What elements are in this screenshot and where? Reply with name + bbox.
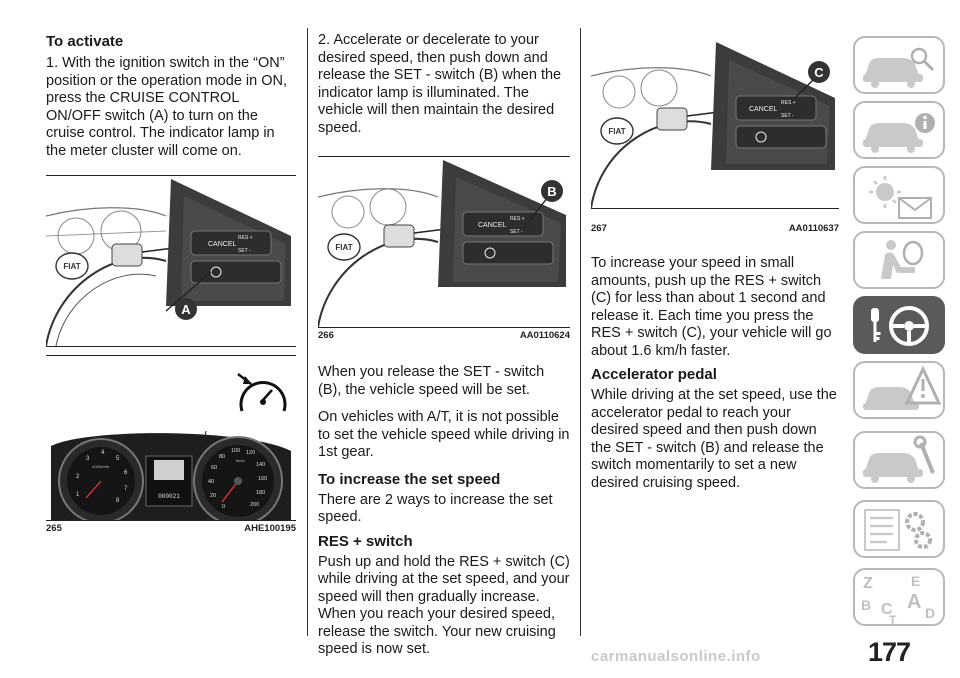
heading-increase-speed: To increase the set speed	[318, 470, 501, 488]
para-at-note: On vehicles with A/T, it is not possible…	[318, 409, 570, 460]
steering-wheel-illustration-b: FIAT CANCEL RES + SET - B	[318, 160, 566, 327]
figure-265-caption: 265 AHE100195	[46, 523, 296, 534]
car-search-icon	[863, 47, 935, 88]
car-info-icon	[863, 113, 935, 153]
cruise-control-indicator-icon	[239, 380, 287, 412]
airbag-seat-icon	[881, 240, 924, 279]
speed-tick-140: 140	[256, 462, 265, 468]
emergency-triangle-icon	[863, 365, 942, 410]
column-divider-1	[307, 28, 308, 636]
para-accelerator-pedal: While driving at the set speed, use the …	[591, 387, 837, 491]
sidebar-tab-maintenance[interactable]	[853, 431, 945, 489]
speed-tick-80: 80	[219, 454, 225, 460]
figure-265-instrument-cluster: 1 2 3 4 5 6 7 8 x1000r/min 000021 0 20 4…	[46, 355, 296, 521]
odometer-readout: 000021	[158, 493, 180, 500]
speed-tick-120: 120	[246, 450, 255, 456]
index-letter-z: Z	[863, 575, 873, 592]
alphabetical-index-icon: Z E B A C T D	[861, 573, 935, 624]
column-divider-2	[580, 28, 581, 636]
tach-tick-7: 7	[124, 486, 128, 492]
figure-266-code: AA0110624	[519, 330, 570, 341]
speed-tick-60: 60	[211, 465, 217, 471]
para-two-ways: There are 2 ways to increase the set spe…	[318, 491, 553, 526]
figure-267-rule	[591, 208, 839, 209]
instrument-cluster-illustration: 1 2 3 4 5 6 7 8 x1000r/min 000021 0 20 4…	[51, 356, 296, 520]
sidebar-tab-starting-driving[interactable]	[853, 296, 945, 354]
technical-data-icon	[864, 509, 932, 551]
fiat-logo: FIAT	[608, 127, 625, 136]
column-2-body: When you release the SET - switch (B), t…	[318, 364, 570, 659]
figure-265-number: 265	[46, 523, 62, 534]
cancel-switch-label: CANCEL	[208, 241, 237, 248]
key-steering-wheel-icon	[871, 306, 929, 346]
heading-res-switch: RES + switch	[318, 532, 413, 550]
sidebar-tab-index[interactable]: Z E B A C T D	[853, 568, 945, 626]
car-wrench-icon	[863, 435, 935, 483]
sidebar-tab-getting-to-know[interactable]	[853, 101, 945, 159]
column-3-body: To increase your speed in small amounts,…	[591, 255, 839, 492]
tach-tick-6: 6	[124, 470, 128, 476]
steering-wheel-illustration-a: FIAT CANCEL RES + SET - A	[46, 179, 291, 346]
para-small-increments: To increase your speed in small amounts,…	[591, 255, 832, 359]
index-letter-t: T	[889, 613, 897, 624]
speed-tick-180: 180	[256, 490, 265, 496]
res-switch-label: RES +	[781, 100, 796, 106]
warning-lights-icon	[869, 176, 932, 219]
para-res-hold: Push up and hold the RES + switch (C) wh…	[318, 553, 570, 658]
fiat-logo: FIAT	[335, 243, 352, 252]
res-switch-label: RES +	[510, 216, 525, 222]
sidebar-tab-safety[interactable]	[853, 231, 945, 289]
callout-b: B	[547, 184, 556, 199]
index-letter-a: A	[907, 591, 921, 613]
figure-267-number: 267	[591, 223, 607, 234]
figure-265-code: AHE100195	[244, 523, 296, 534]
sidebar-tab-warning-lights[interactable]	[853, 166, 945, 224]
speed-unit: km/h	[236, 458, 245, 463]
heading-accelerator-pedal: Accelerator pedal	[591, 366, 717, 383]
set-switch-label: SET -	[238, 248, 251, 254]
para-step-2: 2. Accelerate or decelerate to your desi…	[318, 32, 562, 136]
figure-265-steering-switch-a: FIAT CANCEL RES + SET - A	[46, 175, 296, 347]
figure-266-number: 266	[318, 330, 334, 341]
speed-tick-160: 160	[258, 476, 267, 482]
figure-266-steering-switch-b: FIAT CANCEL RES + SET - B	[318, 156, 570, 328]
index-letter-c: C	[881, 601, 893, 618]
speed-tick-200: 200	[250, 502, 259, 508]
cancel-switch-label: CANCEL	[478, 222, 507, 229]
tach-tick-5: 5	[116, 456, 120, 462]
tach-tick-1: 1	[76, 492, 80, 498]
speed-tick-20: 20	[210, 493, 216, 499]
tach-tick-3: 3	[86, 456, 90, 462]
callout-c: C	[814, 65, 824, 80]
steering-wheel-illustration-c: FIAT CANCEL RES + SET - C	[591, 42, 835, 208]
tach-tick-2: 2	[76, 474, 80, 480]
speed-tick-40: 40	[208, 479, 214, 485]
index-letter-d: D	[925, 605, 935, 621]
figure-266-caption: 266 AA0110624	[318, 330, 570, 341]
figure-267-steering-switch-c: FIAT CANCEL RES + SET - C	[591, 36, 839, 209]
heading-to-activate: To activate	[46, 33, 124, 50]
sidebar-tab-emergency[interactable]	[853, 361, 945, 419]
figure-267-code: AA0110637	[788, 223, 839, 234]
tach-tick-8: 8	[116, 498, 120, 504]
sidebar-tab-dashboard[interactable]	[853, 36, 945, 94]
speed-tick-0: 0	[222, 504, 225, 510]
tach-unit: x1000r/min	[92, 465, 109, 469]
para-activate-step-1: 1. With the ignition switch in the “ON” …	[46, 55, 287, 159]
speed-tick-100: 100	[231, 448, 240, 454]
para-release-set: When you release the SET - switch (B), t…	[318, 364, 545, 398]
cancel-switch-label: CANCEL	[749, 106, 778, 113]
sidebar-tab-technical-data[interactable]	[853, 500, 945, 558]
tach-tick-4: 4	[101, 450, 105, 456]
figure-267-caption: 267 AA0110637	[591, 223, 839, 234]
res-switch-label: RES +	[238, 235, 253, 241]
page-number: 177	[868, 637, 911, 667]
callout-a: A	[181, 302, 191, 317]
fiat-logo: FIAT	[63, 262, 80, 271]
index-letter-e: E	[911, 573, 920, 589]
index-letter-b: B	[861, 597, 871, 613]
set-switch-label: SET -	[510, 229, 523, 235]
set-switch-label: SET -	[781, 113, 794, 119]
watermark: carmanualsonline.info	[591, 648, 761, 665]
